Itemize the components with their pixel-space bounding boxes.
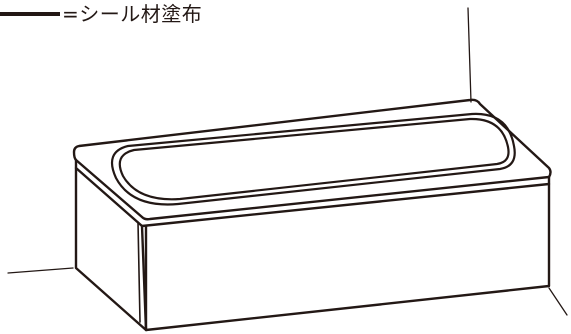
basin-opening-outer	[110, 112, 516, 206]
bathtub-apron-side	[74, 166, 148, 332]
bathtub	[72, 98, 552, 332]
floor-left-edge	[7, 267, 74, 274]
floor-right-edge	[548, 287, 568, 316]
bathtub-basin	[110, 112, 516, 206]
wall-corner-vertical	[467, 7, 472, 103]
bathtub-apron-corner	[140, 224, 148, 332]
basin-opening-inner	[118, 117, 510, 201]
legend-label: =シール材塗布	[62, 2, 203, 26]
bathtub-rim-front	[74, 158, 551, 228]
room-wall-lines	[7, 7, 568, 316]
legend: =シール材塗布	[0, 0, 202, 28]
bathtub-apron-inner-corner	[137, 221, 141, 323]
legend-line-swatch	[0, 12, 60, 16]
bathtub-apron-front	[144, 182, 551, 332]
